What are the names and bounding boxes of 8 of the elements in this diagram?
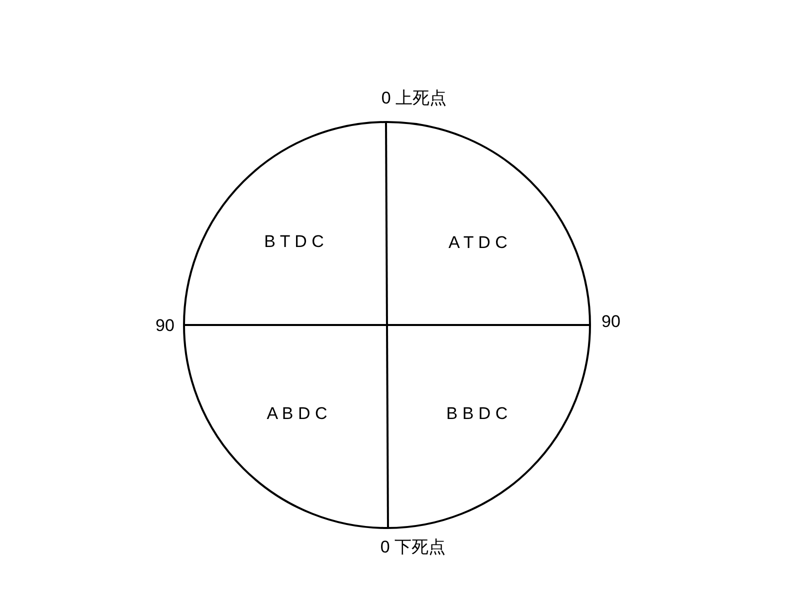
angle-label: 90 — [156, 316, 174, 336]
quadrant-label: B T D C — [264, 232, 324, 252]
angle-label: 90 — [602, 312, 620, 332]
angle-label: 0 下死点 — [380, 536, 446, 558]
quadrant-label: A T D C — [448, 233, 508, 253]
quadrant-label: A B D C — [266, 404, 328, 424]
quadrant-label: B B D C — [446, 404, 508, 424]
angle-label: 0 上死点 — [381, 88, 447, 110]
